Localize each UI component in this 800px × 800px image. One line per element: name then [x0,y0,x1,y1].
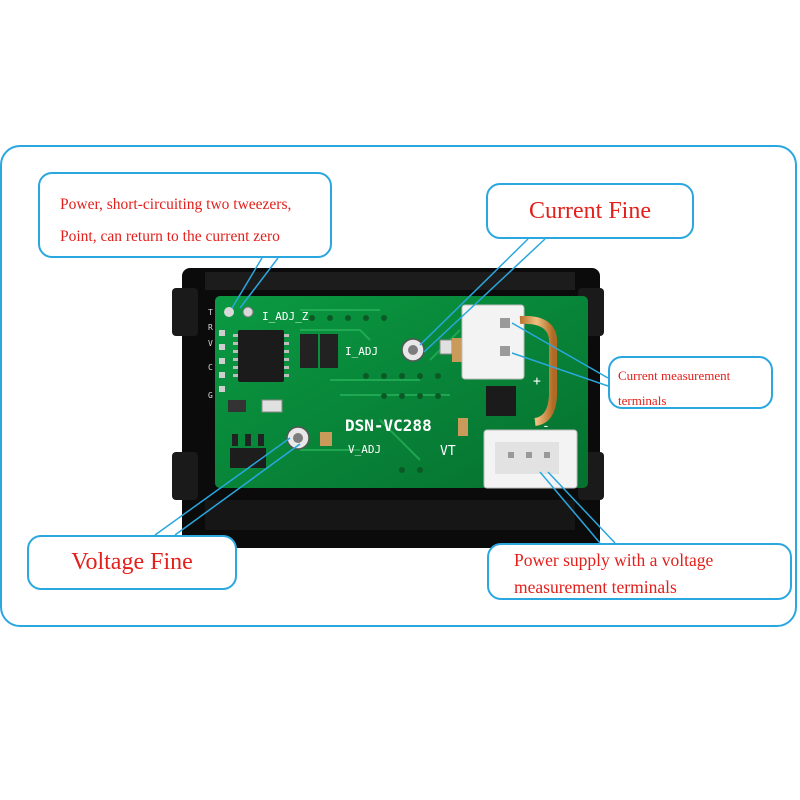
pointer-lines [154,238,616,544]
callout-supply-terminals-line-2: measurement terminals [514,577,677,597]
callout-voltage-fine: Voltage Fine [27,535,237,590]
callout-voltage-fine-text: Voltage Fine [71,549,193,575]
current-terminal-connector [461,304,558,426]
diagram-frame [0,145,797,627]
label-model: DSN-VC288 [345,416,432,435]
callout-supply-terminals-line-1: Power supply with a voltage [514,550,714,570]
power-terminal-connector [483,429,578,489]
label-minus: - [542,419,550,434]
pin-label-g: G [208,391,213,400]
callout-current-terminals-line-1: Current measurement [618,368,731,383]
pin-label-r: R [208,323,213,332]
label-v-adj: V_ADJ [348,443,381,456]
callout-current-terminals-line-2: terminals [618,393,667,408]
pin-label-v: V [208,339,213,348]
label-i-adj-z: I_ADJ_Z [262,310,309,323]
callout-current-terminals: Current measurement terminals [608,356,773,409]
label-plus: + [533,374,541,389]
callout-zero-reset-line-1: Power, short-circuiting two tweezers, [60,196,292,213]
callout-current-fine: Current Fine [486,183,694,239]
callout-zero-reset-line-2: Point, can return to the current zero [60,228,280,245]
callout-current-fine-text: Current Fine [529,198,651,224]
pin-label-c: C [208,363,213,372]
callout-zero-reset: Power, short-circuiting two tweezers, Po… [38,172,332,258]
label-vt: VT [440,444,456,459]
callout-supply-terminals: Power supply with a voltage measurement … [487,543,792,600]
pin-label-t: T [208,308,213,317]
label-i-adj: I_ADJ [345,345,378,358]
